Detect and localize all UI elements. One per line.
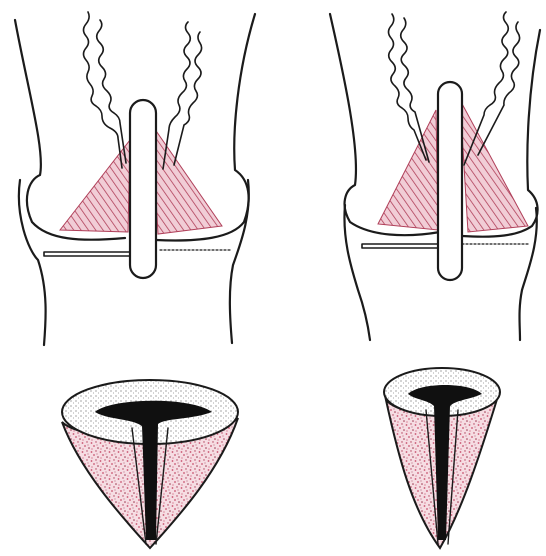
right-suture-4 — [478, 22, 520, 155]
right-medial-hatched-region — [378, 110, 438, 230]
right-panel — [330, 12, 540, 340]
left-panel — [15, 12, 255, 345]
right-tunnel-specimen — [384, 368, 500, 548]
left-suture-1 — [84, 12, 123, 168]
right-horizontal-pin — [362, 244, 446, 248]
left-horizontal-pin — [44, 252, 140, 256]
right-lateral-hatched-region — [460, 100, 528, 232]
left-tibia-outline — [19, 180, 46, 345]
left-tunnel-specimen — [62, 380, 238, 548]
left-lateral-hatched-region — [152, 125, 222, 234]
left-vertical-rod — [130, 100, 156, 278]
left-suture-3 — [163, 22, 190, 169]
right-vertical-rod — [438, 82, 462, 280]
right-suture-1 — [389, 14, 427, 160]
left-tibia-outline-right — [230, 180, 249, 343]
left-suture-2 — [97, 20, 126, 163]
